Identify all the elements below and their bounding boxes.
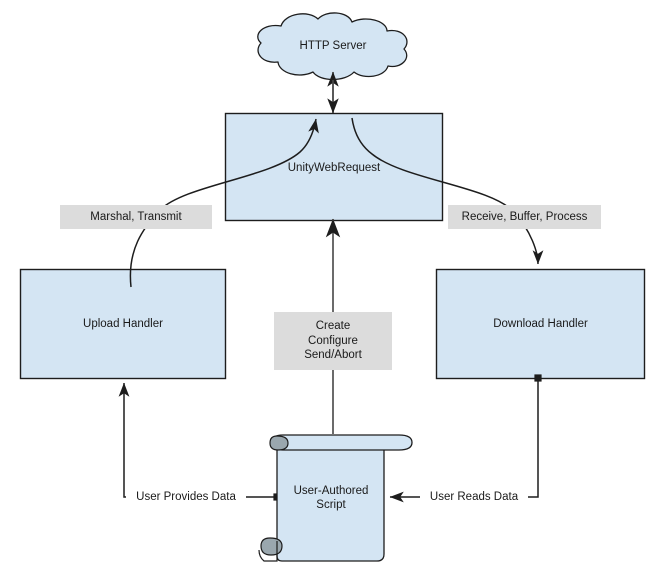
unity-web-request-box (224, 112, 444, 222)
edge-script-to-upload-handler (118, 382, 281, 501)
http-server-cloud (257, 12, 408, 81)
edge-label-receive-buffer-process: Receive, Buffer, Process (448, 205, 601, 229)
edge-upload-to-unitywebrequest (129, 118, 319, 288)
edge-label-user-provides-data: User Provides Data (126, 486, 246, 508)
edge-download-handler-to-script (389, 374, 542, 503)
edge-label-user-reads-data: User Reads Data (420, 486, 528, 508)
download-handler-box (435, 268, 646, 380)
user-script-scroll (258, 434, 413, 562)
edge-label-marshal-transmit: Marshal, Transmit (60, 205, 212, 229)
edge-label-create-configure-send: Create Configure Send/Abort (274, 312, 392, 370)
upload-handler-box (19, 268, 227, 380)
edge-unitywebrequest-to-download (351, 117, 544, 265)
